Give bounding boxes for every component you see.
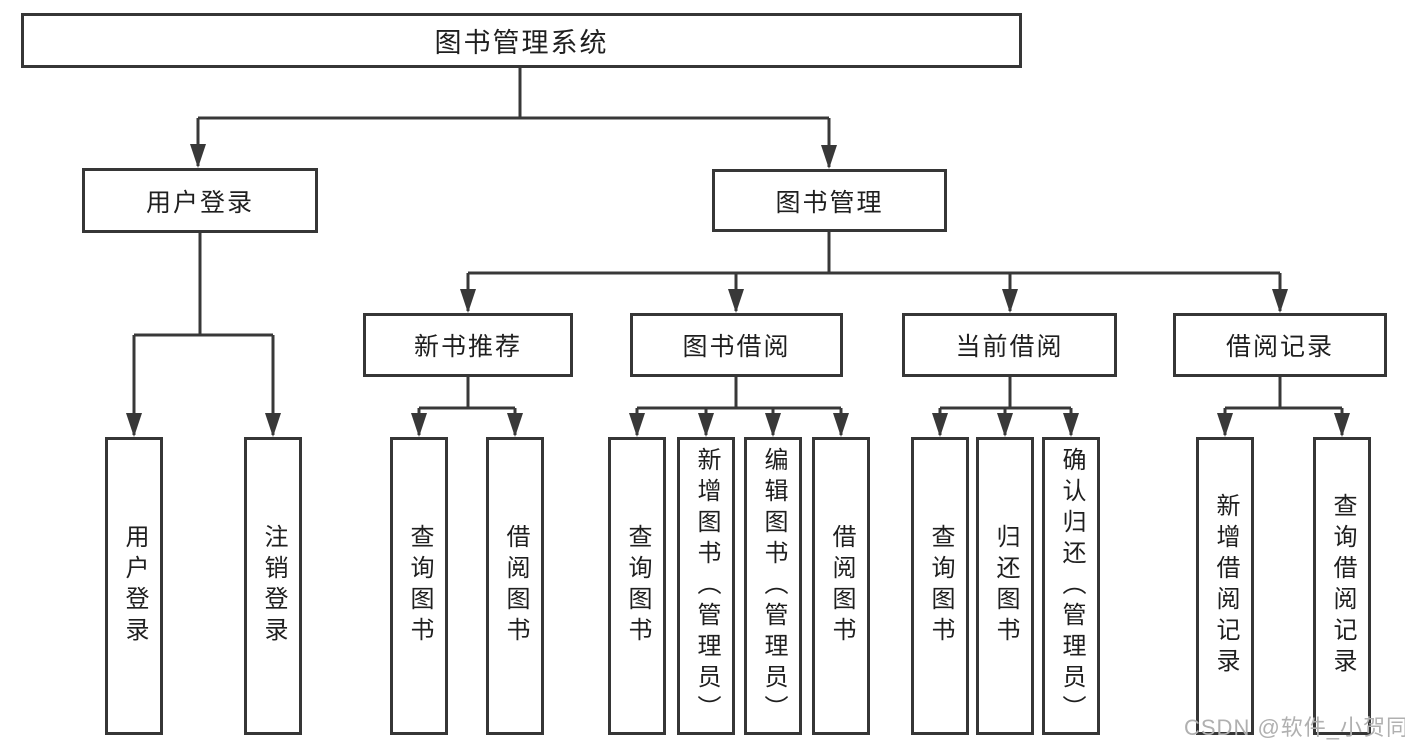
leaf-add-book-admin-label: 新增图书（管理员）	[693, 446, 720, 726]
leaf-query-books-2: 查询图书	[608, 437, 666, 735]
leaf-edit-book-admin: 编辑图书（管理员）	[744, 437, 802, 735]
node-book-borrow: 图书借阅	[630, 313, 843, 377]
leaf-query-books-3: 查询图书	[911, 437, 969, 735]
leaf-borrow-books-1-label: 借阅图书	[502, 524, 529, 648]
leaf-confirm-return-admin: 确认归还（管理员）	[1042, 437, 1100, 735]
node-root-system: 图书管理系统	[21, 13, 1022, 68]
node-current-borrow-label: 当前借阅	[955, 333, 1064, 361]
leaf-borrow-books-2-label: 借阅图书	[828, 524, 855, 648]
node-user-login-label: 用户登录	[145, 188, 254, 217]
node-book-management: 图书管理	[712, 169, 947, 232]
leaf-add-borrow-record-label: 新增借阅记录	[1212, 493, 1239, 679]
node-new-book-recommend-label: 新书推荐	[413, 333, 522, 361]
leaf-user-login: 用户登录	[105, 437, 163, 735]
node-current-borrow: 当前借阅	[902, 313, 1117, 377]
node-new-book-recommend: 新书推荐	[363, 313, 573, 377]
leaf-add-borrow-record: 新增借阅记录	[1196, 437, 1254, 735]
leaf-logout-label: 注销登录	[260, 524, 287, 648]
leaf-return-book-label: 归还图书	[992, 524, 1019, 648]
leaf-query-books-3-label: 查询图书	[927, 524, 954, 648]
leaf-query-borrow-record-label: 查询借阅记录	[1329, 493, 1356, 679]
leaf-query-borrow-record: 查询借阅记录	[1313, 437, 1371, 735]
leaf-edit-book-admin-label: 编辑图书（管理员）	[760, 446, 787, 726]
leaf-logout: 注销登录	[244, 437, 302, 735]
leaf-return-book: 归还图书	[976, 437, 1034, 735]
leaf-query-books-1: 查询图书	[390, 437, 448, 735]
node-borrow-records: 借阅记录	[1173, 313, 1387, 377]
leaf-user-login-label: 用户登录	[121, 524, 148, 648]
leaf-borrow-books-2: 借阅图书	[812, 437, 870, 735]
node-root-label: 图书管理系统	[434, 28, 609, 58]
leaf-query-books-2-label: 查询图书	[624, 524, 651, 648]
leaf-borrow-books-1: 借阅图书	[486, 437, 544, 735]
leaf-add-book-admin: 新增图书（管理员）	[677, 437, 735, 735]
node-book-management-label: 图书管理	[775, 188, 884, 217]
node-borrow-records-label: 借阅记录	[1225, 333, 1334, 361]
node-book-borrow-label: 图书借阅	[682, 333, 791, 361]
csdn-watermark: CSDN @软件_小贺同学	[1184, 715, 1405, 740]
leaf-query-books-1-label: 查询图书	[406, 524, 433, 648]
node-user-login: 用户登录	[82, 168, 318, 233]
leaf-confirm-return-admin-label: 确认归还（管理员）	[1058, 446, 1085, 726]
